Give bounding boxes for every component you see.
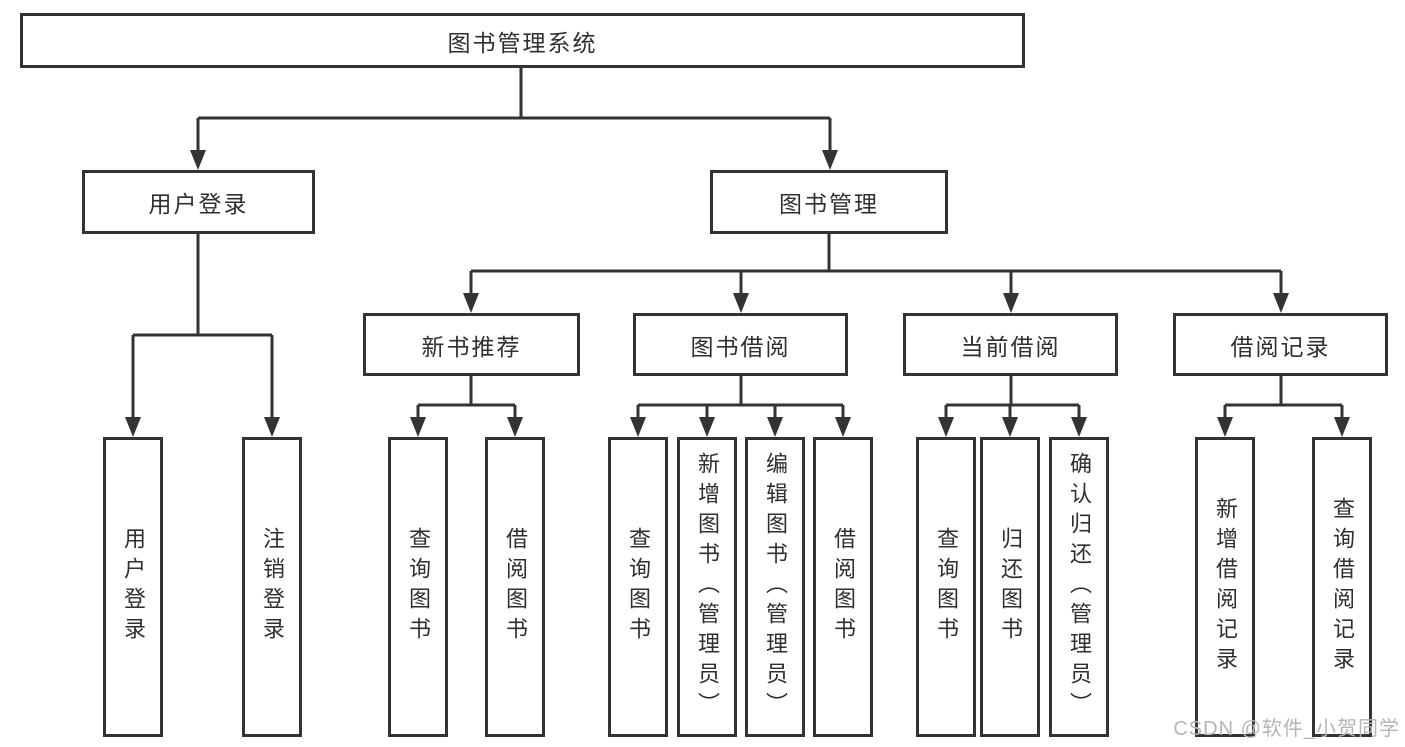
node-current-borrowing: 当前借阅 <box>903 313 1118 376</box>
watermark: CSDN @软件_小贺同学 <box>1173 718 1400 740</box>
node-book-management: 图书管理 <box>710 170 948 234</box>
node-label: 用户登录 <box>121 527 146 647</box>
node-label: 借阅图书 <box>503 527 528 647</box>
connector-book-borrowing <box>636 376 845 417</box>
node-label: 新增借阅记录 <box>1213 497 1238 677</box>
node-label: 注销登录 <box>260 527 285 647</box>
node-label: 当前借阅 <box>960 333 1061 360</box>
connector-new-book-recommend <box>416 376 517 417</box>
leaf-user-login: 用户登录 <box>103 437 163 737</box>
node-borrowing-records: 借阅记录 <box>1173 313 1388 376</box>
node-label: 新增图书（管理员） <box>695 452 720 722</box>
leaf-query-books-borrowing: 查询图书 <box>608 437 668 737</box>
leaf-edit-book-admin: 编辑图书（管理员） <box>745 437 805 737</box>
leaf-query-books-current: 查询图书 <box>916 437 976 737</box>
arrow-down-icon <box>835 417 851 437</box>
arrow-down-icon <box>1003 293 1019 313</box>
leaf-query-books-recommend: 查询图书 <box>388 437 448 737</box>
arrow-down-icon <box>822 150 838 170</box>
arrow-down-icon <box>125 417 141 437</box>
leaf-borrow-books-recommend: 借阅图书 <box>485 437 545 737</box>
node-book-borrowing: 图书借阅 <box>633 313 848 376</box>
leaf-logout: 注销登录 <box>242 437 302 737</box>
node-user-login: 用户登录 <box>82 170 315 234</box>
arrow-down-icon <box>938 417 954 437</box>
arrow-down-icon <box>1071 417 1087 437</box>
node-label: 图书管理 <box>779 191 879 217</box>
node-label: 图书管理系统 <box>447 29 598 56</box>
arrow-down-icon <box>767 417 783 437</box>
connector-borrowing-records <box>1223 376 1344 417</box>
node-library-management-system: 图书管理系统 <box>20 13 1025 68</box>
node-label: 新书推荐 <box>421 333 522 360</box>
leaf-query-borrow-record: 查询借阅记录 <box>1312 437 1372 737</box>
node-label: 查询借阅记录 <box>1330 497 1355 677</box>
node-label: 用户登录 <box>148 191 249 217</box>
node-label: 借阅图书 <box>831 527 856 647</box>
arrow-down-icon <box>463 293 479 313</box>
arrow-down-icon <box>264 417 280 437</box>
leaf-add-book-admin: 新增图书（管理员） <box>677 437 737 737</box>
arrow-down-icon <box>1273 293 1289 313</box>
leaf-borrow-books-borrowing: 借阅图书 <box>813 437 873 737</box>
arrow-down-icon <box>410 417 426 437</box>
node-new-book-recommend: 新书推荐 <box>363 313 580 376</box>
connector-book-management <box>469 234 1283 293</box>
connector-user-login <box>131 234 274 417</box>
node-label: 编辑图书（管理员） <box>763 452 788 722</box>
node-label: 查询图书 <box>626 527 651 647</box>
arrow-down-icon <box>630 417 646 437</box>
node-label: 归还图书 <box>998 527 1023 647</box>
node-label: 查询图书 <box>934 527 959 647</box>
arrowheads <box>125 150 1350 437</box>
leaf-confirm-return-admin: 确认归还（管理员） <box>1049 437 1109 737</box>
connector-root-to-level2 <box>196 68 832 150</box>
leaf-return-book: 归还图书 <box>980 437 1040 737</box>
arrow-down-icon <box>1217 417 1233 437</box>
arrow-down-icon <box>699 417 715 437</box>
node-label: 图书借阅 <box>690 333 791 360</box>
arrow-down-icon <box>507 417 523 437</box>
node-label: 借阅记录 <box>1230 333 1331 360</box>
arrow-down-icon <box>1334 417 1350 437</box>
arrow-down-icon <box>190 150 206 170</box>
connector-current-borrowing <box>944 376 1081 417</box>
arrow-down-icon <box>1002 417 1018 437</box>
node-label: 查询图书 <box>406 527 431 647</box>
arrow-down-icon <box>733 293 749 313</box>
node-label: 确认归还（管理员） <box>1067 452 1092 722</box>
leaf-add-borrow-record: 新增借阅记录 <box>1195 437 1255 737</box>
